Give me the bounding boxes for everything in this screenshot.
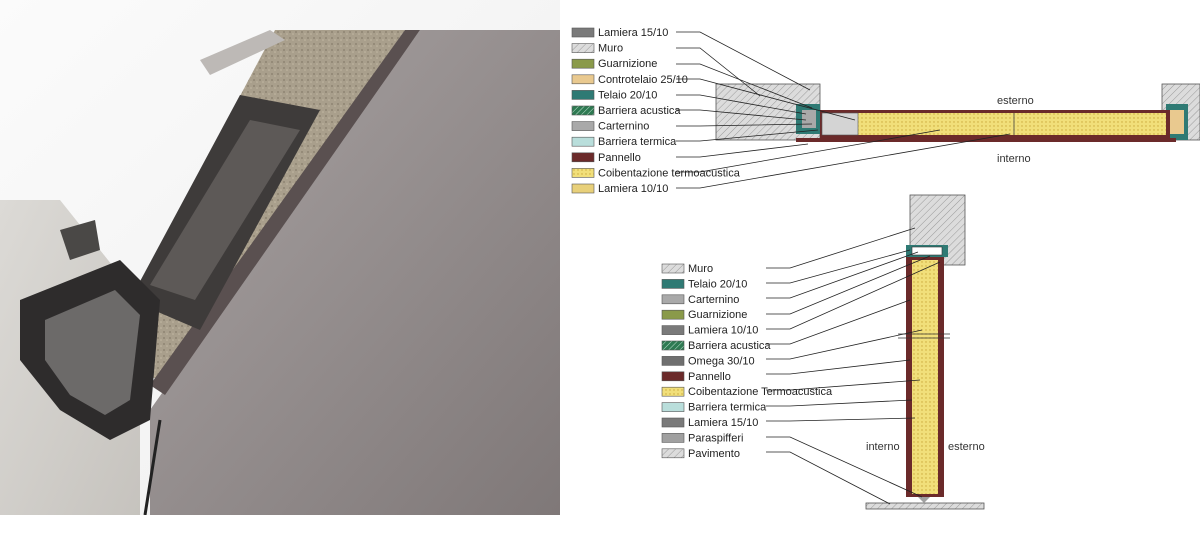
bottom-flange <box>796 138 1176 142</box>
insulation-vertical <box>912 260 938 494</box>
legend-label: Barriera termica <box>688 402 767 414</box>
omega-inner <box>150 120 300 300</box>
vertical-section-drawing: interno esterno <box>865 194 985 510</box>
legend-swatch <box>661 433 685 443</box>
legend-swatch <box>661 279 685 289</box>
legend-label: Barriera termica <box>598 136 677 148</box>
steel-skin-edge <box>150 30 420 395</box>
legend-swatch <box>571 168 595 178</box>
label-esterno: esterno <box>997 95 1034 107</box>
legend-label: Carternino <box>598 121 649 133</box>
legend-swatch <box>661 356 685 366</box>
legend-label: Telaio 20/10 <box>688 278 747 290</box>
legend-label: Pannello <box>598 152 641 164</box>
legend-swatch <box>571 90 595 100</box>
legend-label: Barriera acustica <box>598 105 681 117</box>
draught-seal <box>918 497 930 503</box>
legend-label: Lamiera 10/10 <box>598 183 668 195</box>
legend-swatch <box>571 58 595 69</box>
label-esterno-vertical: esterno <box>948 441 985 453</box>
frame-left-inner <box>802 110 816 128</box>
legend-swatch <box>571 183 595 194</box>
legend-swatch <box>661 402 685 412</box>
gasket <box>60 220 100 260</box>
legend-swatch <box>571 74 595 85</box>
legend-label: Guarnizione <box>688 309 747 321</box>
legend-swatch <box>661 309 685 320</box>
legend-label: Pavimento <box>688 448 740 460</box>
label-interno: interno <box>997 153 1031 165</box>
legend-swatch <box>571 136 595 147</box>
legend-label: Telaio 20/10 <box>598 89 657 101</box>
leader-lines-vertical <box>766 227 941 505</box>
legend-label: Lamiera 15/10 <box>598 27 668 39</box>
legend-label: Coibentazione termoacustica <box>598 167 741 179</box>
legend-label: Paraspifferi <box>688 432 743 444</box>
legend-label: Controtelaio 25/10 <box>598 74 688 86</box>
legend-label: Muro <box>688 263 713 275</box>
legend-label: Lamiera 15/10 <box>688 417 758 429</box>
legend-swatch <box>661 448 685 459</box>
legend-swatch <box>661 340 685 351</box>
legend-label: Barriera acustica <box>688 340 771 352</box>
frame-right-inner <box>1170 110 1184 134</box>
legend-label: Carternino <box>688 294 739 306</box>
legend-label: Muro <box>598 43 623 55</box>
technical-sections: esterno interno Lamiera 15/10MuroGuarniz… <box>571 27 1200 510</box>
legend-swatch <box>661 386 685 397</box>
legend-label: Omega 30/10 <box>688 355 755 367</box>
horizontal-section-legend: Lamiera 15/10MuroGuarnizioneControtelaio… <box>571 27 741 195</box>
label-interno-vertical: interno <box>866 441 900 453</box>
legend-swatch <box>571 105 595 116</box>
door-frame-3d-render <box>0 0 560 515</box>
leader-lines-horizontal <box>676 31 1011 189</box>
legend-swatch <box>571 43 595 53</box>
door-leaf <box>150 30 560 515</box>
top-sheet <box>200 30 285 75</box>
legend-swatch <box>661 371 685 382</box>
legend-swatch <box>661 263 685 274</box>
legend-swatch <box>661 294 685 305</box>
legend-label: Lamiera 10/10 <box>688 325 758 337</box>
panel-insulation <box>858 113 1166 135</box>
legend-swatch <box>661 325 685 335</box>
top-frame-inner <box>911 246 943 256</box>
legend-swatch <box>571 121 595 131</box>
legend-swatch <box>661 417 685 428</box>
legend-swatch <box>571 152 595 163</box>
floor <box>865 502 985 510</box>
legend-label: Pannello <box>688 371 731 383</box>
frame-profile-inner <box>45 290 140 415</box>
legend-label: Guarnizione <box>598 58 657 70</box>
seal-line <box>143 419 162 515</box>
legend-swatch <box>571 27 595 38</box>
